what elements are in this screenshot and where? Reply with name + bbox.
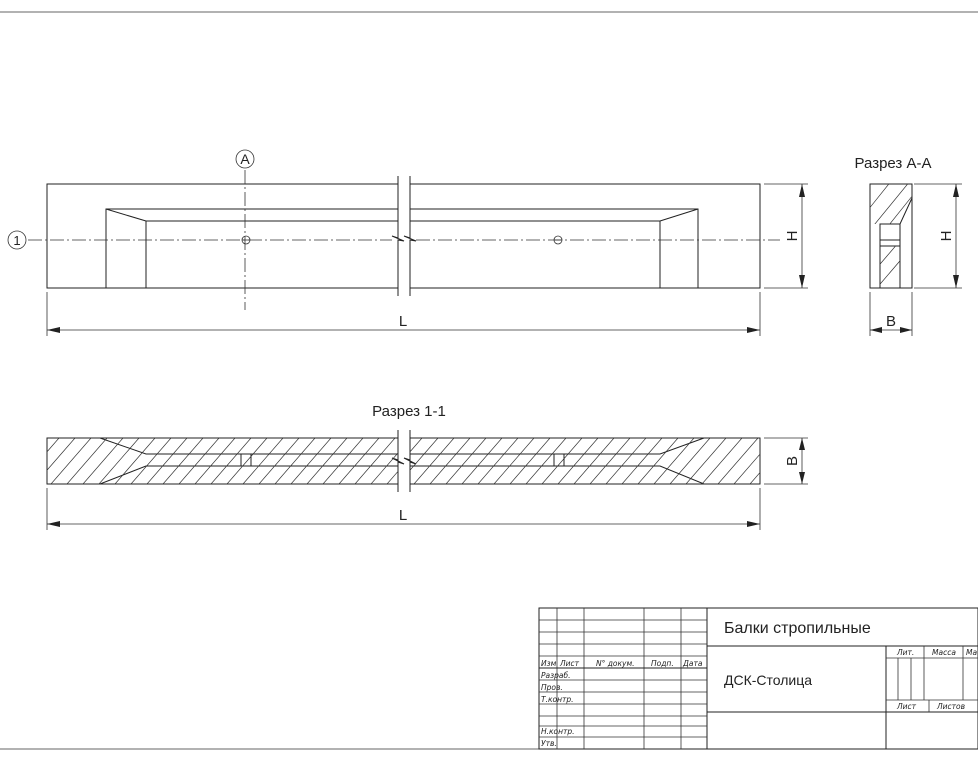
title-block-title: Балки стропильные [724,620,871,637]
hatch-line [605,438,647,484]
hatch-line [410,438,423,484]
hdr-massa: Масса [932,648,956,657]
hatch-line [47,438,60,484]
row-utv: Утв. [541,739,557,748]
hatch-line [637,438,679,484]
hatch-line [435,438,475,484]
col-sign: Подп. [651,659,674,668]
hdr-lit: Лит. [896,648,914,657]
hatch-line [685,438,727,484]
hatch-line [370,438,398,484]
row-tkontr: Т.контр. [541,695,574,704]
sheet-frame [0,11,978,750]
section-11-length-label: L [399,507,407,524]
hatch-line [98,438,140,484]
hatch-line [162,438,204,484]
beam-elevation-view: A 1 L H [7,149,808,336]
hatch-line [573,438,615,484]
plan-height-label: H [784,231,801,242]
col-doc: N° докум. [596,659,635,668]
hatch-line [366,438,406,484]
hatch-line [350,438,390,484]
hdr-list: Лист [896,702,917,711]
section-aa-width-label: B [886,313,896,330]
hatch-line [557,438,599,484]
hatch-line [653,438,695,484]
hatch-line [429,438,471,484]
hatch-line [413,438,455,484]
hdr-listov: Листов [936,702,965,711]
hatch-line [130,438,172,484]
section-11-hatch-right [350,438,854,484]
title-block-organization: ДСК-Столица [724,672,812,688]
hatch-line [461,438,503,484]
hatch-line [386,438,398,484]
hatch-line [493,438,535,484]
hatch-line [717,438,759,484]
hatch-line [290,438,332,484]
hatch-line [451,438,491,484]
col-date: Дата [682,659,703,668]
hatch-line [210,438,252,484]
hatch-line [114,438,156,484]
section-11-width-label: B [784,456,801,466]
axis-a-callout: A [240,151,250,167]
hdr-masht: Ма [966,648,977,657]
row-nkontr: Н.контр. [541,727,575,736]
hatch-line [669,438,711,484]
col-izm: Изм [541,659,557,668]
section-11-hatch-left [0,438,491,484]
hatch-line [621,438,663,484]
hatch-line [589,438,631,484]
section-11-view: Разрез 1-1 L B [0,403,854,530]
plan-length-label: L [399,313,407,330]
hatch-line [0,438,27,484]
hatch-line [226,438,268,484]
hatch-line [322,438,364,484]
row-prov: Пров. [541,683,563,692]
hatch-line [814,438,854,484]
col-list: Лист [559,659,580,668]
section-aa-view: Разрез А-А H B [855,155,962,336]
hatch-line [194,438,236,484]
hatch-line [3,438,43,484]
hatch-line [146,438,188,484]
title-block: Балки стропильные ДСК-Столица Изм Лист N… [538,607,978,750]
hatch-line [50,438,92,484]
axis-1-callout: 1 [13,233,20,248]
hatch-line [525,438,567,484]
hatch-line [82,438,124,484]
hatch-line [178,438,220,484]
hatch-line [733,438,760,484]
hatch-line [419,438,459,484]
hatch-line [338,438,380,484]
hatch-line [258,438,300,484]
hatch-line [47,438,76,484]
hatch-line [445,438,487,484]
section-aa-height-label: H [938,231,955,242]
hatch-line [354,438,396,484]
hatch-line [410,438,439,484]
row-razrab: Разраб. [541,671,570,680]
hatch-line [701,438,743,484]
hatch-line [274,438,316,484]
section-11-title: Разрез 1-1 [372,403,446,420]
hatch-line [242,438,284,484]
section-aa-title: Разрез А-А [855,155,932,172]
hatch-line [798,438,838,484]
hatch-line [306,438,348,484]
hatch-line [66,438,108,484]
hatch-line [749,438,760,484]
hatch-line [541,438,583,484]
hatch-line [509,438,551,484]
hatch-line [477,438,519,484]
